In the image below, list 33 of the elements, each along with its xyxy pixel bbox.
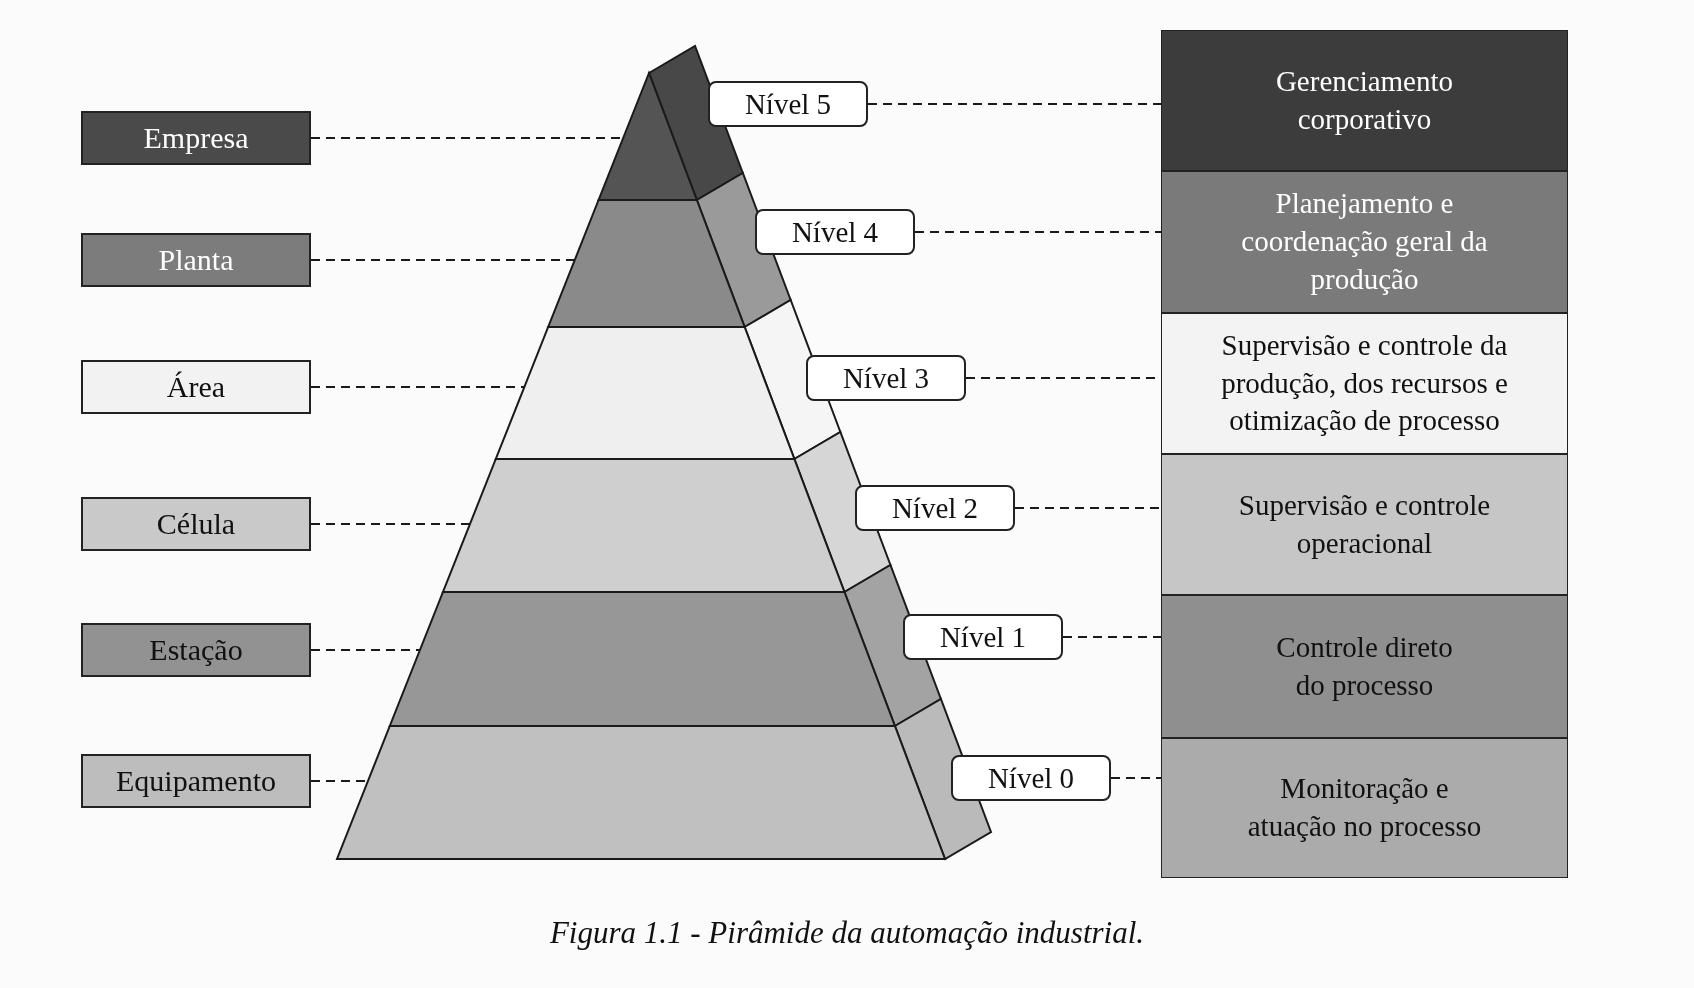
leader-line xyxy=(310,259,576,261)
pyramid-level xyxy=(546,171,792,329)
level-description-box: Controle direto do processo xyxy=(1161,595,1568,738)
level-tag: Nível 4 xyxy=(755,209,915,255)
level-tag: Nível 3 xyxy=(806,355,966,401)
level-tag: Nível 2 xyxy=(855,485,1015,531)
leader-line xyxy=(1110,777,1162,779)
level-tag: Nível 5 xyxy=(708,81,868,127)
level-description-box: Supervisão e controle operacional xyxy=(1161,454,1568,595)
pyramid-level xyxy=(441,430,892,594)
figure-caption: Figura 1.1 - Pirâmide da automação industrial. xyxy=(548,915,1146,951)
level-label: Equipamento xyxy=(81,754,311,808)
level-label: Planta xyxy=(81,233,311,287)
pyramid-level xyxy=(597,44,745,202)
level-description-box: Planejamento e coordenação geral da produção xyxy=(1161,171,1568,313)
level-label: Área xyxy=(81,360,311,414)
leader-line xyxy=(867,103,1162,105)
level-description-box: Monitoração e atuação no processo xyxy=(1161,738,1568,878)
level-label: Estação xyxy=(81,623,311,677)
leader-line xyxy=(310,386,526,388)
pyramid-level xyxy=(388,563,943,728)
pyramid-level xyxy=(494,298,842,461)
leader-line xyxy=(1014,507,1162,509)
level-description-box: Gerenciamento corporativo xyxy=(1161,30,1568,171)
level-description-box: Supervisão e controle da produção, dos recursos e otimização de processo xyxy=(1161,313,1568,454)
level-tag: Nível 0 xyxy=(951,755,1111,801)
level-label: Empresa xyxy=(81,111,311,165)
leader-line xyxy=(1062,636,1162,638)
level-label: Célula xyxy=(81,497,311,551)
leader-line xyxy=(310,649,421,651)
leader-line xyxy=(310,523,471,525)
leader-line xyxy=(914,231,1162,233)
level-tag: Nível 1 xyxy=(903,614,1063,660)
